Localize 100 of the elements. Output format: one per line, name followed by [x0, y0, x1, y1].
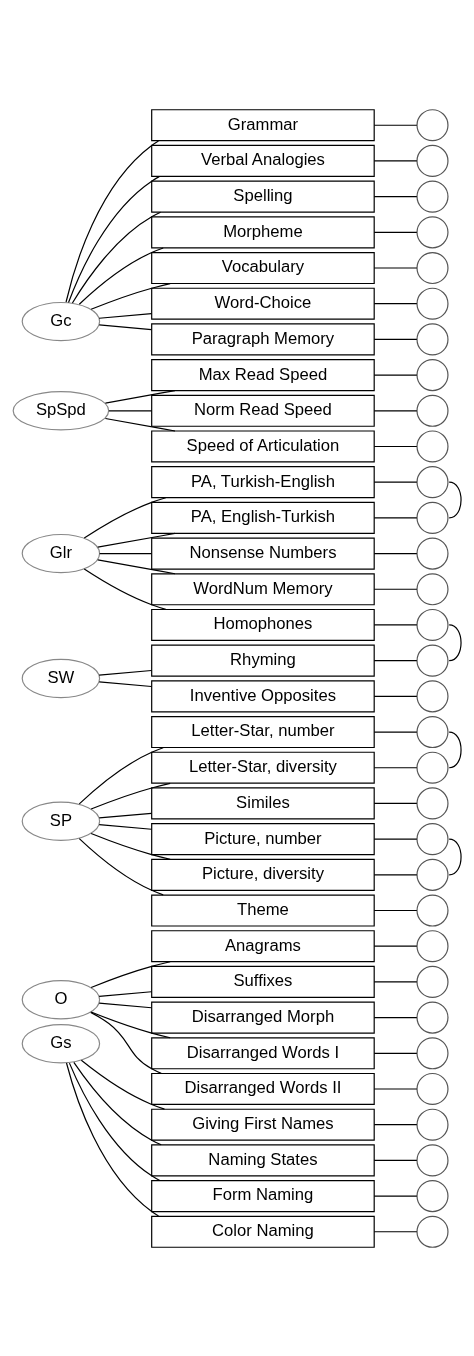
node-box: Theme	[151, 893, 375, 927]
node-ellipse: Gc	[21, 301, 101, 341]
connector	[373, 623, 418, 626]
connector	[68, 1062, 161, 1181]
node-circle	[416, 786, 449, 819]
connector	[373, 873, 418, 875]
connector	[448, 623, 462, 661]
node-circle	[416, 215, 449, 248]
node-box: Homophones	[151, 608, 375, 641]
connector	[98, 669, 153, 676]
connector	[98, 312, 153, 319]
node-circle	[416, 751, 449, 784]
node-box: Similes	[151, 786, 375, 819]
connector	[98, 823, 153, 830]
connector	[373, 838, 418, 840]
node-circle	[416, 929, 449, 962]
connector	[98, 812, 153, 819]
connector	[104, 389, 176, 404]
node-box: Inventive Opposites	[151, 679, 375, 712]
connector	[373, 909, 418, 911]
node-box: Nonsense Numbers	[151, 537, 375, 570]
node-circle	[416, 108, 449, 141]
connector	[373, 766, 418, 768]
node-circle	[416, 251, 449, 284]
node-circle	[416, 965, 449, 998]
connector	[97, 558, 176, 574]
connector	[90, 960, 171, 988]
node-circle	[416, 715, 449, 748]
connector	[71, 211, 162, 304]
connector	[373, 1052, 418, 1054]
connector	[448, 838, 462, 875]
node-box: Naming States	[151, 1143, 375, 1176]
node-circle	[416, 1215, 449, 1248]
node-circle	[416, 537, 449, 570]
node-circle	[416, 858, 449, 891]
connector	[373, 945, 418, 947]
node-box: Rhyming	[151, 644, 375, 677]
node-box: Letter-Star, number	[151, 715, 375, 748]
connector	[373, 516, 418, 518]
node-box: Speed of Articulation	[151, 429, 375, 463]
node-box: Disarranged Words II	[151, 1072, 375, 1105]
node-circle	[416, 394, 449, 427]
node-circle	[416, 322, 449, 355]
node-circle	[416, 679, 449, 712]
connector	[373, 195, 418, 197]
connector	[65, 1061, 160, 1217]
node-box: Suffixes	[151, 965, 375, 998]
node-circle	[416, 358, 449, 391]
connector	[90, 782, 171, 810]
connector	[90, 832, 171, 860]
connector	[80, 1059, 166, 1110]
connector	[97, 532, 176, 548]
node-box: Giving First Names	[151, 1108, 375, 1141]
node-box: Anagrams	[151, 929, 375, 962]
connector	[373, 659, 418, 661]
node-box: Letter-Star, diversity	[151, 751, 375, 784]
connector	[373, 1230, 418, 1232]
connector	[373, 374, 418, 376]
connector	[373, 124, 418, 126]
connector	[104, 417, 176, 432]
node-box: Morpheme	[151, 215, 375, 248]
node-circle	[416, 1072, 449, 1105]
node-circle	[416, 608, 449, 641]
connector	[373, 231, 418, 233]
connector	[67, 175, 160, 303]
connector	[373, 481, 418, 483]
node-box: Vocabulary	[151, 251, 375, 284]
node-circle	[416, 465, 449, 498]
connector	[83, 567, 167, 610]
node-box: Disarranged Morph	[151, 1001, 375, 1034]
node-box: Max Read Speed	[151, 358, 375, 391]
connector	[98, 323, 153, 330]
connector	[373, 802, 418, 804]
connector	[373, 980, 418, 982]
connector	[83, 496, 167, 539]
connector	[90, 1010, 171, 1038]
node-box: Paragraph Memory	[151, 322, 375, 355]
connector	[373, 302, 418, 304]
connector	[98, 680, 153, 687]
connector	[373, 1159, 418, 1161]
node-box: Spelling	[151, 180, 375, 213]
connector	[373, 588, 418, 590]
node-circle	[416, 1179, 449, 1212]
node-ellipse: O	[21, 979, 101, 1019]
node-circle	[416, 180, 449, 213]
node-circle	[416, 644, 449, 677]
connector	[99, 552, 153, 554]
node-circle	[416, 287, 449, 320]
node-box: Color Naming	[151, 1215, 375, 1248]
node-circle	[416, 1143, 449, 1176]
connector	[90, 1011, 162, 1074]
node-box: WordNum Memory	[151, 572, 375, 605]
connector	[78, 837, 164, 895]
connector	[73, 1061, 162, 1145]
node-circle	[416, 893, 449, 927]
connector	[373, 266, 418, 269]
connector	[98, 1001, 153, 1008]
connector	[373, 445, 418, 447]
node-circle	[416, 501, 449, 534]
node-ellipse: Gs	[21, 1023, 101, 1063]
